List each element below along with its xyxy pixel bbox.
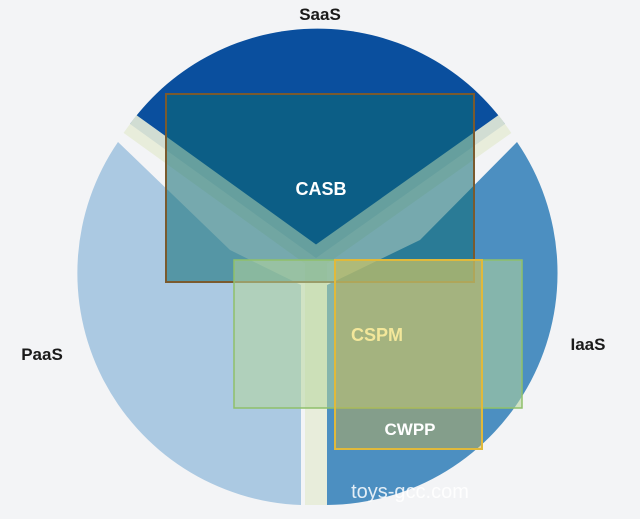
paas-segment <box>77 142 301 505</box>
cwpp-label: CWPP <box>385 420 436 439</box>
watermark: toys-gcc.com <box>351 481 469 503</box>
iaas-label: IaaS <box>571 335 606 354</box>
paas-label: PaaS <box>21 345 63 364</box>
casb-box <box>165 93 475 283</box>
casb-label: CASB <box>295 179 346 199</box>
saas-label: SaaS <box>299 5 341 24</box>
cwpp-box <box>334 259 483 450</box>
cspm-label: CSPM <box>351 325 403 345</box>
